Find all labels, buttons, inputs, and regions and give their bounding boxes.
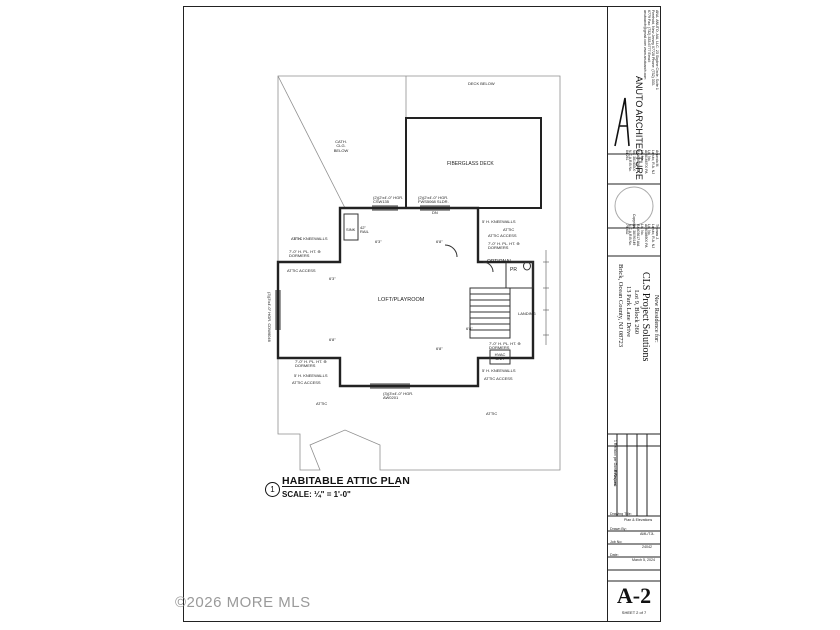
attic-access-label: ATTIC ACCESS [292, 380, 321, 385]
project-municipality: Brick, Ocean County, NJ 08723 [617, 264, 624, 347]
sheet-number: A-2 [616, 583, 652, 608]
attic-left-label: ATTIC [291, 236, 303, 241]
attic-walls [276, 206, 535, 388]
window-bottom-label: (3)(3'x4'-0" HGR. AW0201 [383, 391, 414, 401]
dormers-label: 7'-0" H. PL. HT. ⊕ DORMERS [489, 341, 521, 351]
window-top-right-label: (2)(2'x4'-0" HGR. FWS5068 SLDR. [418, 195, 449, 205]
client-name: CLS Project Solutions [640, 272, 651, 362]
window-top-left-label: (2)(2'x4'-0" HGR. CSW135 [373, 195, 404, 205]
roof-outline [277, 75, 561, 471]
fiberglass-deck-label: FIBERGLASS DECK [447, 161, 494, 167]
landing-label: LANDING [518, 311, 536, 316]
down-label: DN [432, 210, 438, 215]
project-heading: New Residence for: [653, 295, 659, 343]
title-block-frame [607, 6, 661, 622]
firm-logo-icon [614, 97, 630, 147]
sink-closet [343, 213, 359, 241]
date-label: Date: [610, 553, 619, 557]
kneewalls-label: 5' H. KNEEWALLS [294, 236, 328, 241]
title-underline [282, 486, 400, 488]
sheet-of: SHEET 2 of 7 [621, 610, 647, 615]
job-no: 24042 [642, 545, 652, 549]
attic-access-label: ATTIC ACCESS [488, 233, 517, 238]
dimension-label: 6'8" [436, 346, 443, 351]
project-address: 13 Park Lane Drive [625, 286, 632, 338]
toilet-icon [523, 261, 531, 271]
attic-bottom-right-label: ATTIC [486, 411, 498, 416]
detail-number: 1 [265, 482, 280, 497]
drawn-by: AML/TJL [640, 532, 655, 536]
lot-block: Lot 9, Block 260 [633, 290, 640, 335]
dimension-label: 6'8" [436, 239, 443, 244]
window-left-label: (3)(3'x4'-0" HGR. CDW6046 [267, 292, 272, 342]
kneewalls-label: 5' H. KNEEWALLS [294, 373, 328, 378]
optional-code-label: PR [510, 267, 517, 273]
architect-credentials-1: Amanda M. Lanuto, R.A. NJ Lic. No. AI081… [624, 150, 659, 174]
dormers-label: 7'-0" H. PL. HT. ⊕ DORMERS [295, 359, 327, 369]
loft-playroom-label: LOFT/PLAYROOM [378, 297, 425, 303]
kneewalls-label: 5' H. KNEEWALLS [482, 368, 516, 373]
stair [469, 287, 511, 339]
dimension-label: 6'8" [466, 326, 473, 331]
sink-label: SINK [346, 227, 356, 232]
ceiling-height-label: 6'3" [329, 276, 336, 281]
ceiling-height-label: 6'3" [375, 239, 382, 244]
mls-watermark: ©2026 MORE MLS [175, 594, 311, 611]
revision-entry: 1 Revision per Owner Request [613, 440, 617, 487]
attic-bottom-label: ATTIC [316, 401, 328, 406]
drawing-title-label: Drawing Title: [610, 512, 632, 516]
hvac-label: HVAC UNIT [494, 352, 506, 362]
drawing-title: Plan & Elevations [624, 518, 653, 522]
firm-address: ANA. ANUTO, AIA, LLC. 23 Skyline Circle,… [643, 10, 659, 90]
hvac-unit [489, 349, 511, 365]
dimension-label: 6'8" [329, 337, 336, 342]
attic-top-right-label: ATTIC [503, 227, 515, 232]
attic-access-label: ATTIC ACCESS [287, 268, 316, 273]
cathedral-below-label: CATH. CLG. BELOW [333, 139, 349, 153]
plan-scale: SCALE: ¼" = 1'-0" [282, 490, 351, 499]
loft-rail-label: 42" RAIL [360, 225, 369, 235]
optional-label: OPTIONAL [487, 259, 513, 265]
architect-credentials-2: Thomas J. Lanuto, R.A. NJ Lic. No. AI063… [624, 224, 659, 248]
fiberglass-deck [405, 117, 542, 209]
roof-hip-line [277, 75, 346, 209]
attic-access-label: ATTIC ACCESS [484, 376, 513, 381]
drawn-by-label: Drawn By: [610, 527, 627, 531]
dormers-label: 7'-0" H. PL. HT. ⊕ DORMERS [488, 241, 520, 251]
job-no-label: Job No: [610, 540, 623, 544]
powder-room [505, 261, 534, 289]
plan-title: HABITABLE ATTIC PLAN [282, 475, 411, 487]
date: March 5, 2024 [632, 558, 655, 562]
dormers-label: 7'-0" H. PL. HT. ⊕ DORMERS [289, 249, 321, 259]
drawing-sheet [183, 6, 661, 622]
deck-below-label: DECK BELOW [468, 81, 495, 86]
kneewalls-label: 5' H. KNEEWALLS [482, 219, 516, 224]
